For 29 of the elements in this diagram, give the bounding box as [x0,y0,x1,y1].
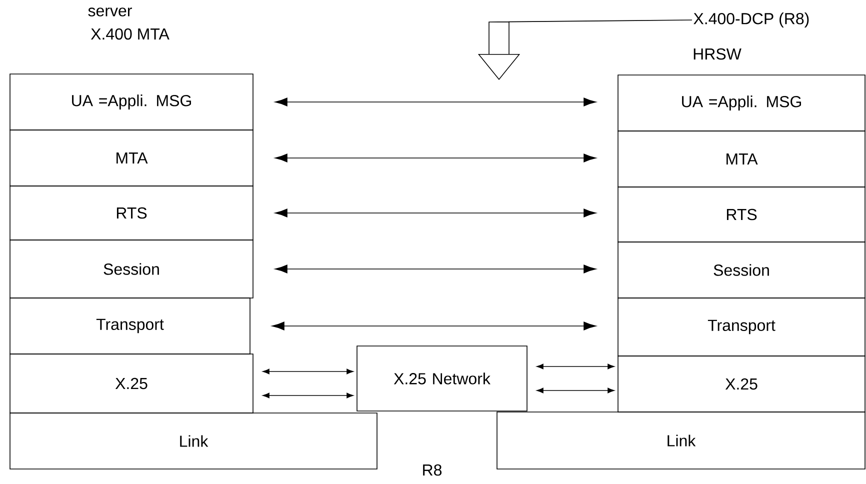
arrow [262,368,354,374]
layer-box: MTA [10,130,254,186]
layer-box: Link [496,412,866,470]
layer-box: UA =Appli. MSG [10,74,254,130]
reference-point-label: R8 [423,464,442,476]
stack-heading: HRSW [694,48,742,60]
layer-box: X.25 [618,356,866,412]
arrow [274,264,596,274]
stack-heading: X.400 MTA [90,28,170,40]
layer-box: Session [10,240,254,298]
layer-box: Link [10,412,378,470]
arrow [274,208,596,218]
layer-box: Transport [10,298,250,354]
arrow [274,154,596,162]
stack-heading: server [88,8,132,16]
layer-box: MTA [618,130,866,188]
layer-box: Transport [618,298,866,356]
arrow [272,322,596,330]
layer-box: Session [618,242,866,298]
arrow [536,364,614,370]
callout-text: X.400-DCP (R8) [694,12,809,28]
layer-box: RTS [10,186,254,240]
layer-box: UA =Appli. MSG [618,74,866,132]
layer-box: X.25 [10,354,254,414]
network-box: X.25 Network [356,346,528,412]
arrow [274,98,596,106]
layer-box: RTS [618,186,866,242]
arrow [262,392,354,398]
arrow [536,388,614,394]
